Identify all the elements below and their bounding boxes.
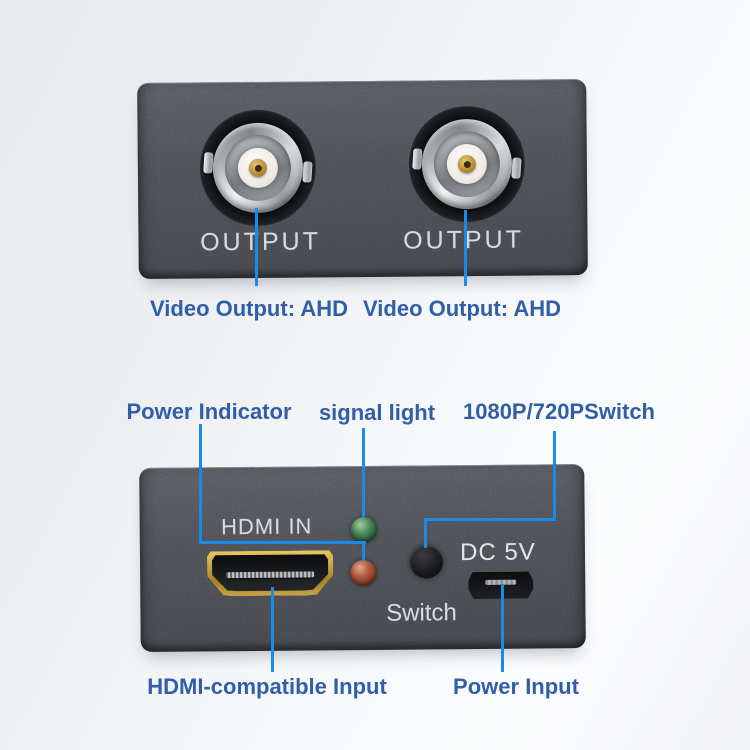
- bnc-pin-socket: [463, 160, 471, 168]
- callout-line-resolution-switch-vertical: [553, 431, 556, 521]
- switch-label: Switch: [386, 599, 457, 627]
- annotation-hdmi-input: HDMI-compatible Input: [147, 674, 387, 699]
- callout-line-resolution-switch-horizontal: [424, 518, 556, 521]
- hdmi-pin-row: [226, 571, 314, 578]
- bnc-bayonet-lug-left: [412, 148, 423, 170]
- annotation-signal-light: signal light: [318, 400, 436, 425]
- resolution-switch-button: [409, 545, 444, 579]
- annotation-resolution-switch: 1080P/720PSwitch: [462, 399, 656, 424]
- hdmi-in-label: HDMI IN: [220, 513, 313, 540]
- bnc-pin-socket: [254, 164, 262, 172]
- signal-light-led: [350, 516, 377, 544]
- power-indicator-led: [350, 559, 377, 587]
- bnc-connector-right: [408, 105, 526, 223]
- annotation-power-indicator: Power Indicator: [126, 399, 292, 424]
- dc-5v-label: DC 5V: [459, 538, 536, 567]
- callout-line-video-output-right: [464, 210, 467, 286]
- output-label-left: OUTPUT: [200, 227, 322, 257]
- callout-line-power-indicator-vertical: [199, 424, 202, 543]
- bnc-center-pin: [248, 158, 267, 177]
- callout-line-power-indicator-horizontal: [199, 541, 366, 544]
- annotation-video-output-right: Video Output: AHD: [363, 296, 561, 321]
- callout-line-hdmi-input: [271, 587, 274, 672]
- callout-line-power-input: [501, 584, 504, 672]
- bnc-center-pin: [457, 155, 476, 174]
- bnc-bayonet-lug-right: [511, 157, 522, 179]
- callout-line-video-output-left: [255, 208, 258, 286]
- bnc-connector-left: [199, 109, 317, 227]
- callout-line-signal-light: [362, 428, 365, 518]
- annotation-video-output-left: Video Output: AHD: [150, 296, 348, 321]
- bnc-bayonet-lug-left: [203, 152, 214, 174]
- callout-line-resolution-switch-drop: [424, 520, 427, 548]
- annotation-power-input: Power Input: [453, 674, 579, 699]
- device-rear-panel: OUTPUT OUTPUT: [137, 79, 588, 279]
- callout-line-power-indicator-drop: [362, 543, 365, 561]
- bnc-bayonet-lug-right: [302, 161, 313, 183]
